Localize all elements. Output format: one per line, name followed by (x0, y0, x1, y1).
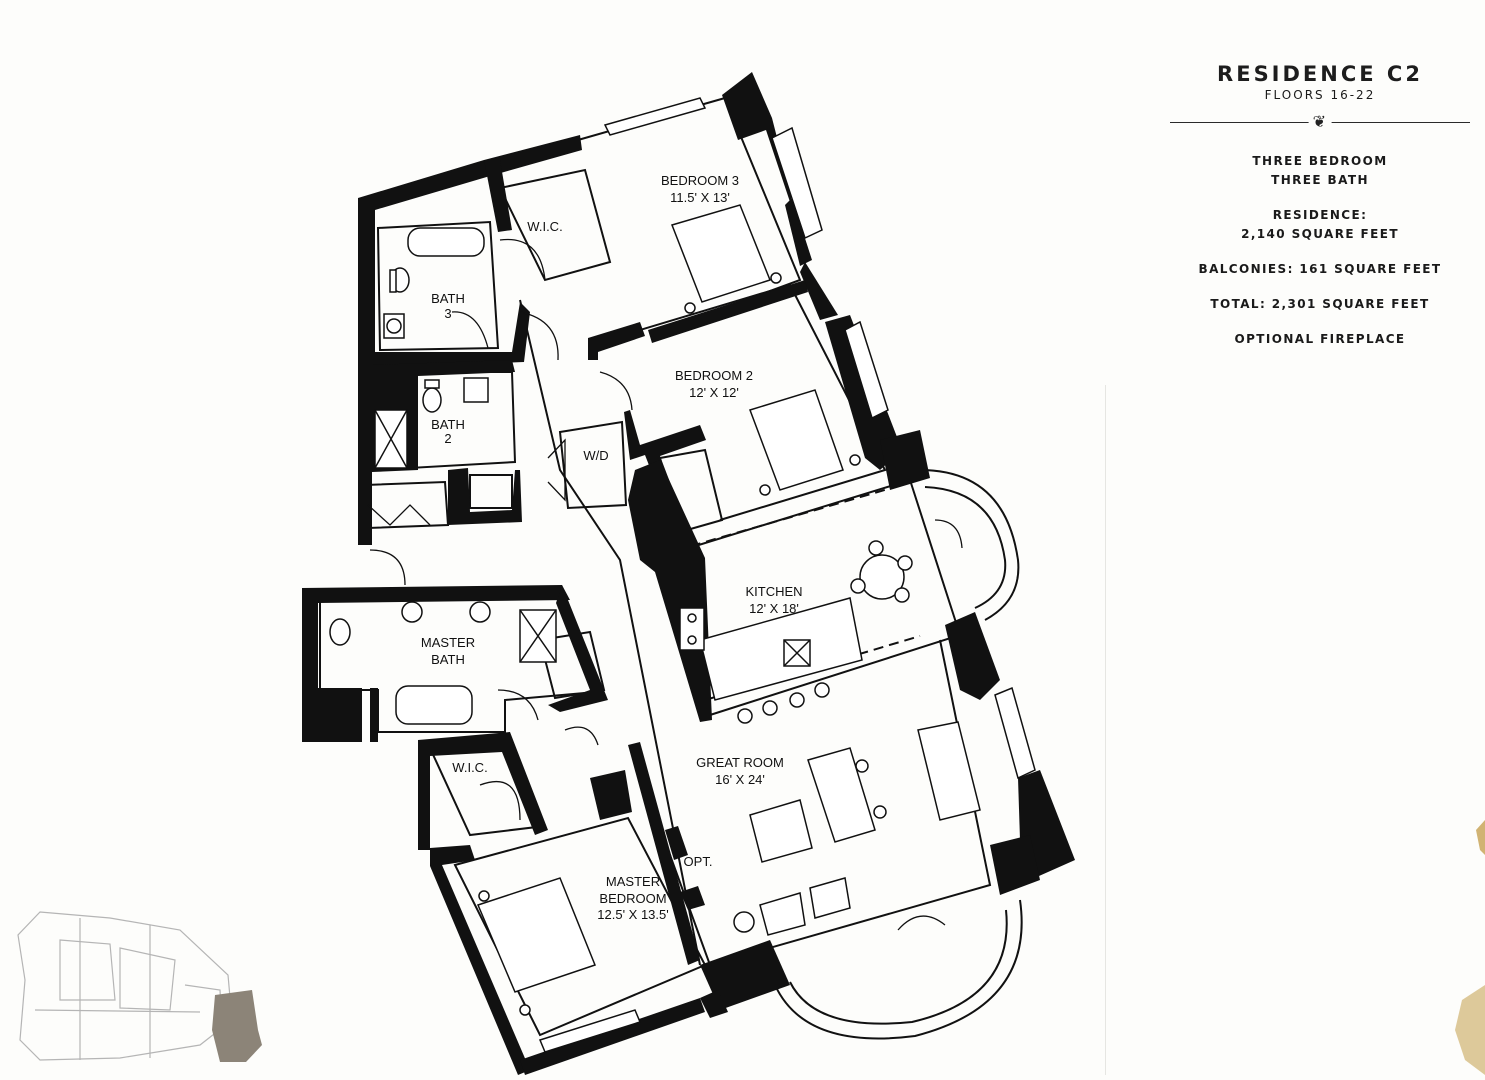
master-bedroom-name-2: BEDROOM (599, 891, 666, 906)
bedroom-3-name: BEDROOM 3 (661, 173, 739, 188)
great-room-name: GREAT ROOM (696, 755, 784, 770)
bath-3-name: BATH (431, 291, 465, 306)
wic-upper-name: W.I.C. (527, 219, 562, 234)
windows (538, 97, 1036, 1053)
master-bath-name-2: BATH (431, 652, 465, 667)
fixtures (329, 204, 981, 1016)
bed-bath-summary: THREE BEDROOM THREE BATH (1160, 152, 1480, 190)
ornament-divider: ❦ (1170, 110, 1470, 136)
fleur-ornament-icon: ❦ (1308, 112, 1332, 132)
residence-title: RESIDENCE C2 (1217, 62, 1423, 86)
residence-info-panel: RESIDENCE C2 FLOORS 16-22 ❦ THREE BEDROO… (1160, 62, 1480, 349)
bedroom-count: THREE BEDROOM (1252, 154, 1388, 168)
bedroom-2-dims: 12' X 12' (689, 385, 739, 400)
balcony-south (774, 899, 1023, 1040)
washer-dryer-label: W/D (583, 448, 608, 463)
wic-lower-name: W.I.C. (452, 760, 487, 775)
key-plan (17, 911, 233, 1061)
bedroom-3-dims: 11.5' X 13' (670, 190, 730, 205)
gold-decoration (1455, 820, 1485, 1075)
kitchen-name: KITCHEN (745, 584, 802, 599)
bath-2-name: BATH (431, 417, 465, 432)
residence-area-label: RESIDENCE: (1272, 208, 1368, 222)
sidebar-divider (1105, 385, 1106, 1075)
master-bath-name: MASTER (421, 635, 475, 650)
optional-fireplace-label: OPT. (684, 854, 713, 869)
balcony-east (919, 469, 1020, 621)
residence-area-value: 2,140 SQUARE FEET (1241, 227, 1399, 241)
great-room-dims: 16' X 24' (715, 772, 765, 787)
optional-fireplace-note: OPTIONAL FIREPLACE (1234, 332, 1406, 346)
master-bedroom-name: MASTER (606, 874, 660, 889)
exterior-walls (302, 72, 1075, 1075)
room-labels: BEDROOM 3 11.5' X 13' W.I.C. BATH 3 BEDR… (421, 173, 803, 922)
total-area: TOTAL: 2,301 SQUARE FEET (1210, 297, 1430, 311)
kitchen-dims: 12' X 18' (749, 601, 799, 616)
bath-2-number: 2 (444, 431, 451, 446)
master-bedroom-dims: 12.5' X 13.5' (597, 907, 668, 922)
bath-3-number: 3 (444, 306, 451, 321)
floors-range: FLOORS 16-22 (1264, 88, 1376, 102)
residence-area: RESIDENCE: 2,140 SQUARE FEET (1160, 206, 1480, 244)
key-plan-highlight (212, 990, 262, 1062)
door-swings (367, 238, 963, 931)
bath-count: THREE BATH (1271, 173, 1369, 187)
bedroom-2-name: BEDROOM 2 (675, 368, 753, 383)
balconies-area: BALCONIES: 161 SQUARE FEET (1198, 262, 1442, 276)
